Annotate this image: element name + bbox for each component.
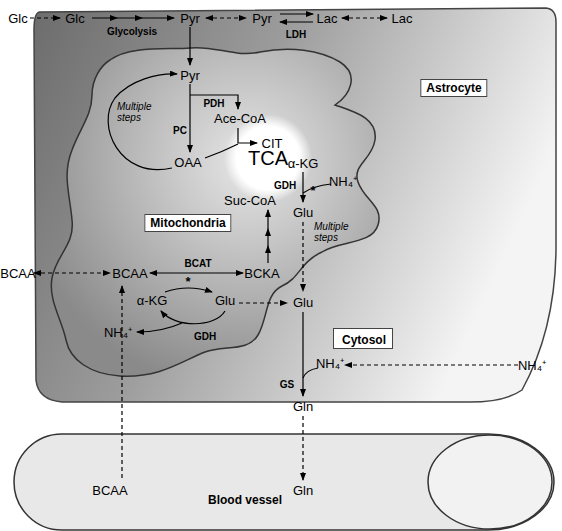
reaction-arrow [190, 95, 238, 109]
transport-arrow [206, 17, 246, 18]
mitochondrial-membrane [51, 48, 379, 377]
vessel-outline: Blood vessel [14, 428, 561, 531]
reaction-line [303, 368, 318, 378]
reaction-arrow [137, 323, 182, 332]
reaction-arrow [238, 128, 257, 143]
transport-arrow [345, 364, 518, 365]
transport-arrow [302, 222, 303, 291]
reaction-arrow [161, 311, 225, 324]
transport-arrow [121, 286, 122, 478]
metabolite-label: BCAA [0, 266, 35, 281]
cycle-circle: TCA [224, 114, 312, 202]
reaction-arrow [280, 21, 313, 22]
transport-arrow [342, 17, 387, 18]
reaction-arrow [302, 312, 303, 396]
reaction-arrow [280, 13, 313, 14]
reaction-arrow [267, 210, 268, 263]
reaction-line [303, 184, 331, 193]
node-title: Cytosol [342, 333, 386, 347]
reaction-line [205, 144, 238, 158]
metabolite-label: Glc [8, 11, 28, 26]
vessel-lumen [428, 435, 552, 529]
cycle-glow [224, 114, 312, 202]
transport-arrow [302, 416, 303, 480]
node-title: Astrocyte [420, 79, 487, 97]
reaction-arrow [108, 74, 177, 170]
node-title: TCA [248, 147, 288, 170]
reaction-arrow [92, 17, 174, 18]
reaction-arrow [165, 288, 212, 292]
node-title: Mitochondria [144, 214, 231, 232]
transport-arrow [30, 17, 60, 18]
reaction-arrow [302, 172, 303, 202]
transport-arrow [34, 272, 110, 273]
vessel-wall [14, 434, 554, 530]
reaction-arrow [150, 272, 243, 273]
compartment-box: Cytosol [333, 328, 393, 349]
cell-membrane [34, 8, 556, 402]
reaction-arrow [189, 27, 190, 65]
reaction-arrow [189, 84, 190, 152]
transport-arrow [239, 302, 287, 303]
node-title: Blood vessel [208, 493, 282, 507]
cell-outline: AstrocyteMitochondria TCA Cytosol [25, 5, 560, 410]
vessel-outline [14, 428, 561, 531]
